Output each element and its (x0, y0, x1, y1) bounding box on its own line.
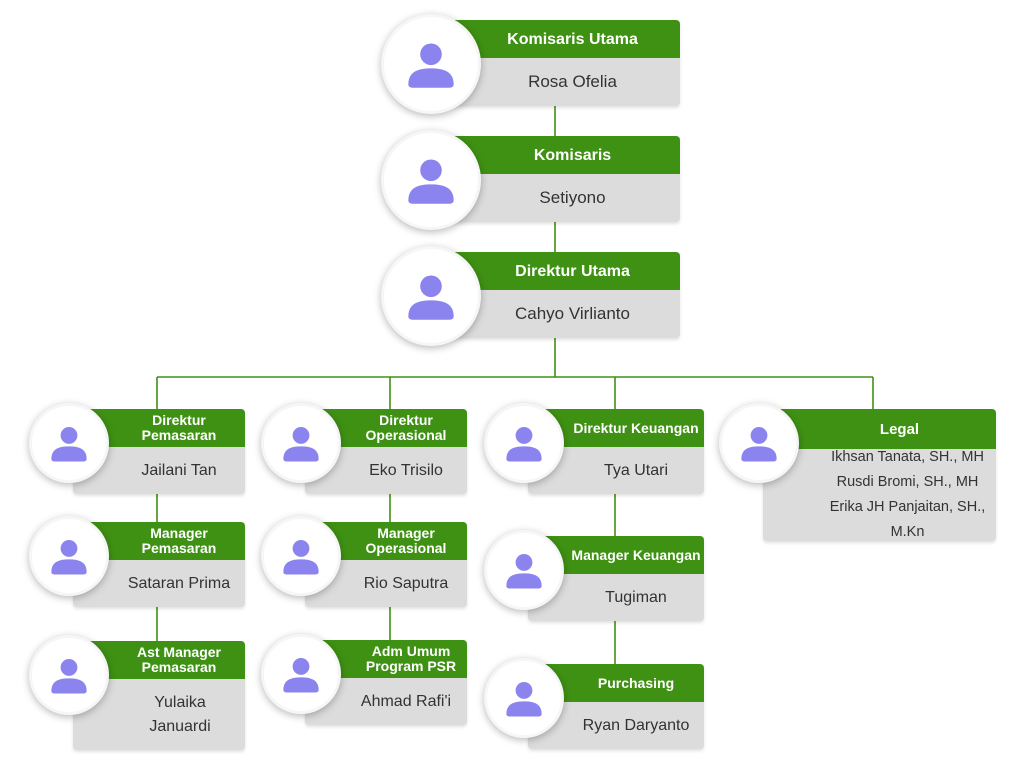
node-title: Legal (763, 409, 996, 449)
node-title: Ast Manager Pemasaran (73, 641, 245, 679)
person-avatar-icon (408, 159, 454, 204)
avatar (381, 14, 481, 114)
avatar (261, 403, 341, 483)
node-card: Legal Ikhsan Tanata, SH., MH Rusdi Bromi… (763, 409, 996, 541)
person-avatar-icon (283, 658, 319, 693)
avatar (484, 530, 564, 610)
node-manager-pemasaran: Manager Pemasaran Sataran Prima (29, 516, 245, 607)
node-name: Yulaika Januardi (149, 693, 211, 735)
avatar (29, 635, 109, 715)
node-title: Manager Operasional (305, 522, 467, 560)
person-avatar-icon (51, 540, 87, 575)
person-avatar-icon (408, 43, 454, 88)
legal-name: Ikhsan Tanata, SH., MH (831, 449, 984, 465)
legal-names-list: Ikhsan Tanata, SH., MH Rusdi Bromi, SH.,… (763, 449, 996, 541)
person-avatar-icon (741, 427, 777, 462)
node-name: Rosa Ofelia (528, 72, 617, 91)
legal-name: Erika JH Panjaitan, SH., M.Kn (829, 499, 986, 540)
avatar (29, 403, 109, 483)
node-legal: Legal Ikhsan Tanata, SH., MH Rusdi Bromi… (719, 403, 996, 541)
person-avatar-icon (506, 427, 542, 462)
node-name: Eko Trisilo (369, 461, 443, 479)
node-name: Setiyono (539, 188, 606, 207)
node-name: Ryan Daryanto (582, 716, 690, 734)
avatar (484, 403, 564, 483)
person-avatar-icon (283, 427, 319, 462)
person-avatar-icon (408, 275, 454, 320)
avatar (261, 634, 341, 714)
node-purchasing: Purchasing Ryan Daryanto (484, 658, 704, 749)
node-name: Rio Saputra (363, 574, 449, 592)
node-direktur-operasional: Direktur Operasional Eko Trisilo (261, 403, 467, 494)
node-manager-operasional: Manager Operasional Rio Saputra (261, 516, 467, 607)
node-direktur-utama: Direktur Utama Cahyo Virlianto (381, 246, 680, 346)
node-komisaris: Komisaris Setiyono (381, 130, 680, 230)
node-name: Tugiman (605, 588, 667, 606)
avatar (29, 516, 109, 596)
node-name: Cahyo Virlianto (515, 304, 630, 323)
node-name: Tya Utari (603, 461, 668, 479)
avatar (381, 130, 481, 230)
avatar (261, 516, 341, 596)
node-adm-umum-program-psr: Adm Umum Program PSR Ahmad Rafi'i (261, 634, 467, 725)
avatar (719, 403, 799, 483)
legal-name: Rusdi Bromi, SH., MH (836, 474, 979, 490)
node-name: Sataran Prima (127, 574, 231, 592)
node-komisaris-utama: Komisaris Utama Rosa Ofelia (381, 14, 680, 114)
person-avatar-icon (506, 682, 542, 717)
node-direktur-keuangan: Direktur Keuangan Tya Utari (484, 403, 704, 494)
person-avatar-icon (51, 427, 87, 462)
person-avatar-icon (506, 554, 542, 589)
node-manager-keuangan: Manager Keuangan Tugiman (484, 530, 704, 621)
node-title: Direktur Operasional (305, 409, 467, 447)
avatar (484, 658, 564, 738)
node-ast-manager-pemasaran: Ast Manager Pemasaran Yulaika Januardi (29, 635, 245, 750)
node-name: Jailani Tan (141, 461, 217, 479)
person-avatar-icon (51, 659, 87, 694)
node-name: Ahmad Rafi'i (360, 692, 452, 710)
avatar (381, 246, 481, 346)
node-direktur-pemasaran: Direktur Pemasaran Jailani Tan (29, 403, 245, 494)
person-avatar-icon (283, 540, 319, 575)
